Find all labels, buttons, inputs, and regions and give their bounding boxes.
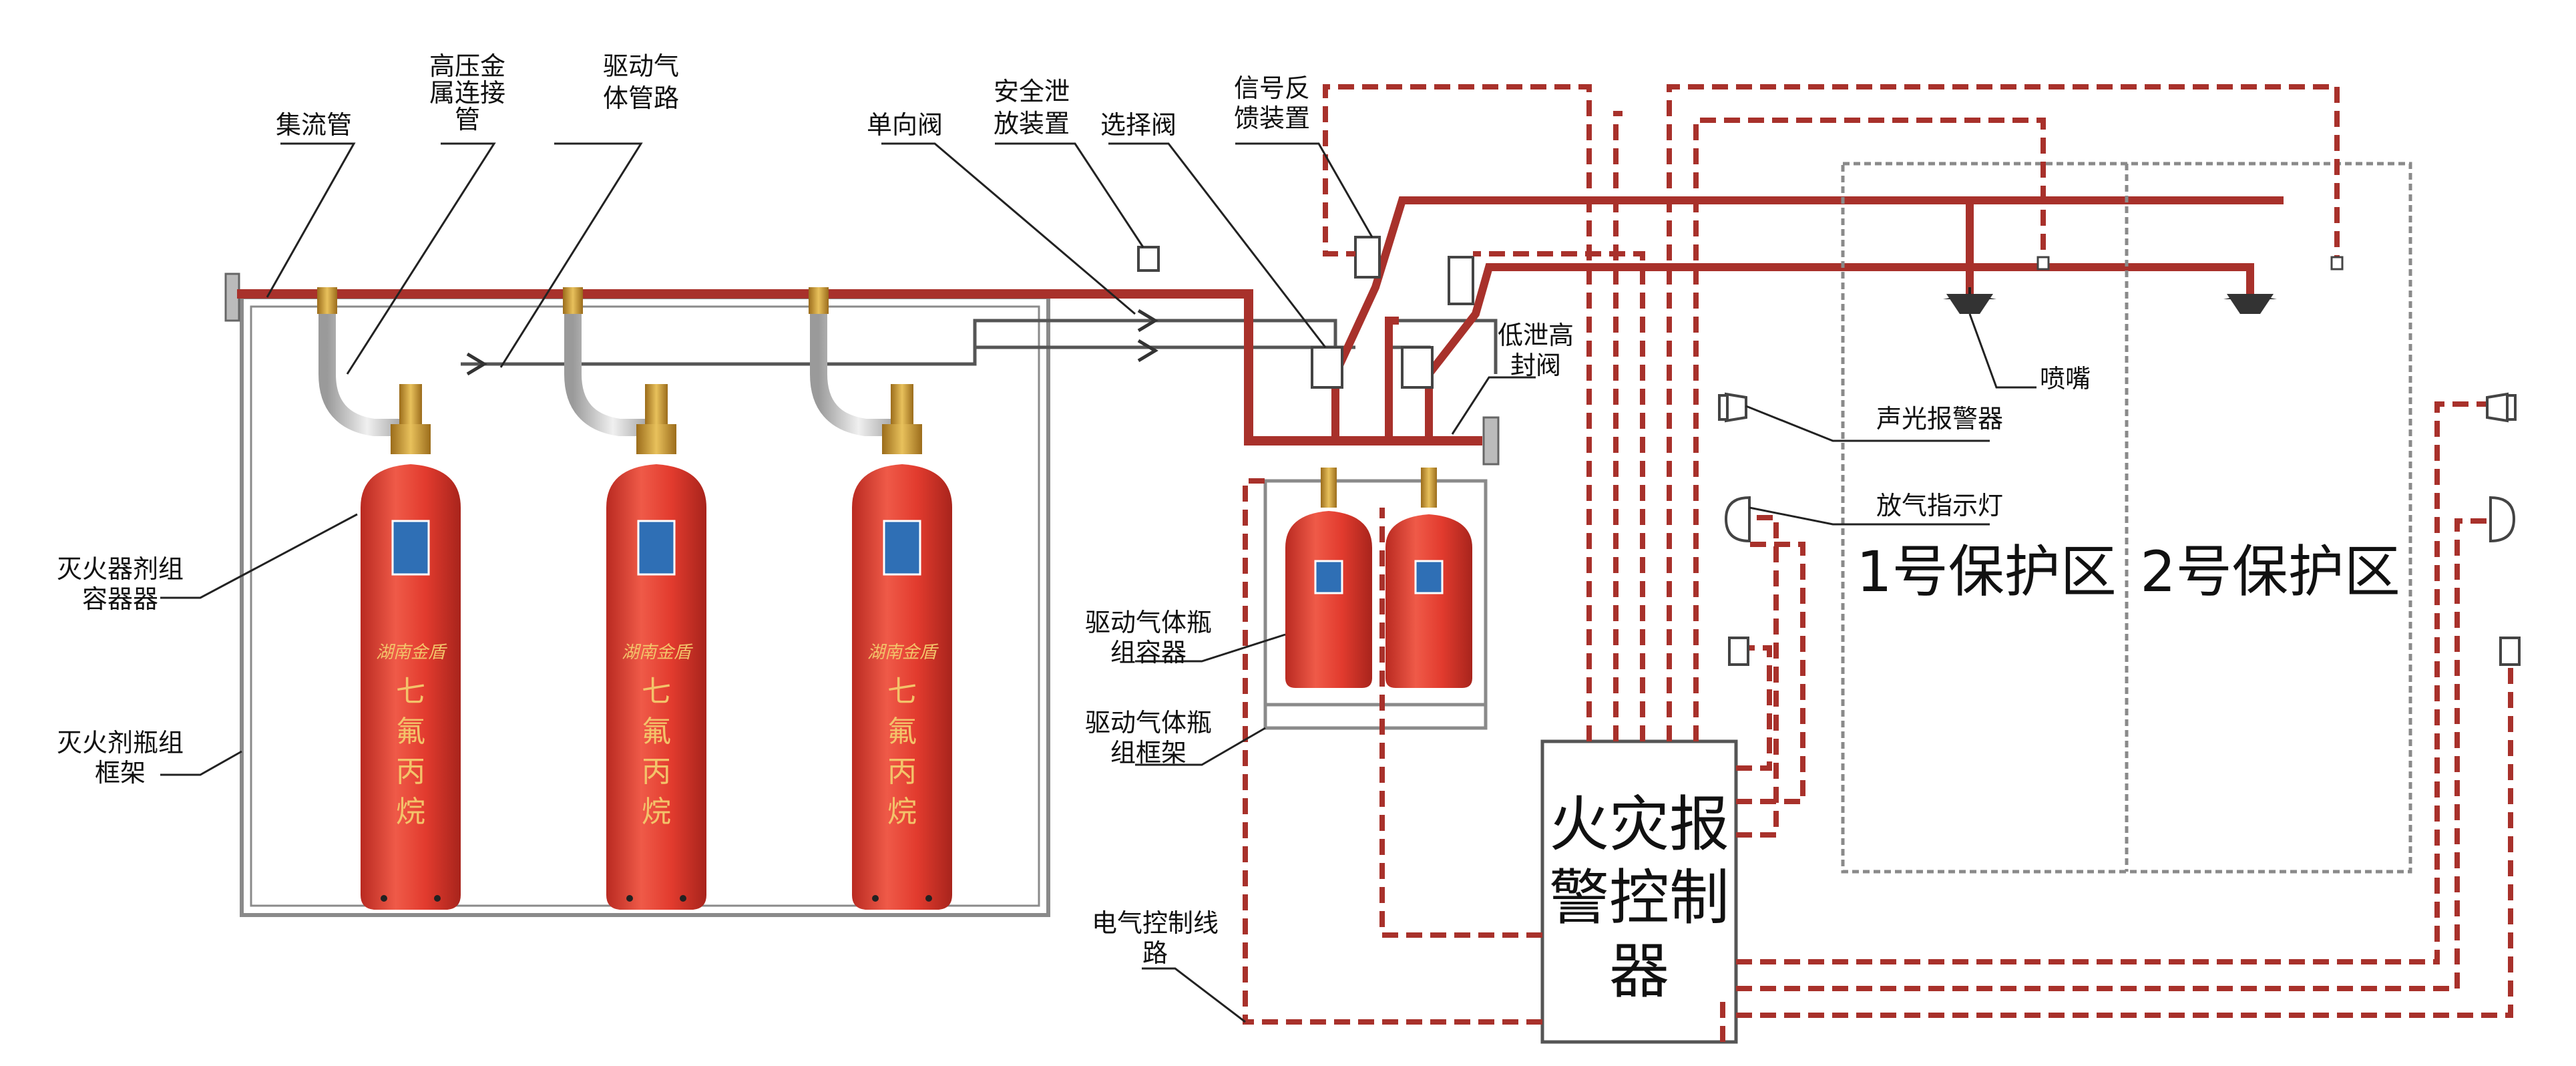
bottle-agent-char-2-2: 氟 bbox=[642, 715, 671, 749]
manual-station-right-icon bbox=[2499, 637, 2521, 666]
bottle-agent-char-1-3: 丙 bbox=[396, 755, 425, 789]
label-drive-gas-pipe-1: 驱动气 bbox=[603, 51, 679, 81]
controller-label-line1: 火灾报 bbox=[1549, 789, 1729, 860]
label-nozzle: 喷嘴 bbox=[2040, 364, 2091, 393]
label-electric-line-2: 路 bbox=[1142, 938, 1168, 968]
label-signal-feedback-1: 信号反 bbox=[1234, 73, 1310, 103]
label-agent-frame-1: 灭火剂瓶组 bbox=[57, 728, 184, 757]
bottle-agent-char-1-2: 氟 bbox=[396, 715, 425, 749]
label-high-pressure-hose-1: 高压金 bbox=[429, 51, 505, 81]
bottle-agent-char-3-2: 氟 bbox=[887, 715, 917, 749]
bottle-agent-char-1-1: 七 bbox=[396, 675, 425, 709]
label-low-leak-valve-1: 低泄高 bbox=[1498, 321, 1574, 350]
agent-bottle-2 bbox=[606, 384, 706, 910]
nozzle-icon bbox=[1943, 287, 2277, 314]
bottle-print: 湖南金盾 七 氟 丙 烷 湖南金盾 七 氟 丙 烷 湖南金盾 七 氟 丙 烷 bbox=[376, 643, 939, 829]
check-valve-small-icon bbox=[466, 309, 1158, 376]
bottle-brand-1: 湖南金盾 bbox=[376, 643, 447, 663]
label-high-pressure-hose-2: 属连接 bbox=[429, 78, 505, 108]
agent-bottle-1 bbox=[361, 384, 461, 910]
selector-valve bbox=[1137, 236, 1474, 389]
detector-icons bbox=[2036, 256, 2344, 271]
manual-station-left-icon bbox=[1728, 637, 1749, 666]
label-selector-valve: 选择阀 bbox=[1100, 110, 1176, 140]
label-safety-relief-1: 安全泄 bbox=[994, 77, 1070, 106]
label-drive-gas-pipe-2: 体管路 bbox=[603, 83, 679, 113]
label-agent-container-2: 容器器 bbox=[82, 584, 158, 614]
label-drive-frame-1: 驱动气体瓶 bbox=[1085, 708, 1212, 737]
label-sound-light-alarm: 声光报警器 bbox=[1876, 404, 2003, 433]
controller-label-line3: 器 bbox=[1609, 936, 1669, 1007]
bottle-brand-2: 湖南金盾 bbox=[622, 643, 693, 663]
bottle-agent-char-2-1: 七 bbox=[642, 675, 671, 709]
bottle-brand-3: 湖南金盾 bbox=[867, 643, 939, 663]
protection-zones bbox=[1841, 162, 2412, 874]
bottle-agent-char-2-4: 烷 bbox=[642, 795, 671, 829]
labels: 集流管 高压金 属连接 管 驱动气 体管路 单向阀 安全泄 放装置 选择阀 信号… bbox=[57, 51, 2400, 1007]
label-high-pressure-hose-3: 管 bbox=[455, 105, 480, 134]
label-signal-feedback-2: 馈装置 bbox=[1234, 104, 1310, 133]
controller-label-line2: 警控制 bbox=[1549, 863, 1729, 933]
label-agent-container-1: 灭火器剂组 bbox=[57, 554, 184, 584]
label-electric-line-1: 电气控制线 bbox=[1092, 908, 1219, 938]
label-check-valve: 单向阀 bbox=[867, 110, 943, 140]
agent-bottle-3 bbox=[852, 384, 952, 910]
sound-light-alarm-left-icon bbox=[1718, 392, 1747, 423]
fire-alarm-controller bbox=[1540, 739, 1738, 1044]
label-agent-frame-2: 框架 bbox=[95, 758, 146, 787]
drive-gas-bottle-group bbox=[1285, 468, 1472, 688]
label-drive-container-1: 驱动气体瓶 bbox=[1085, 608, 1212, 637]
leader-lines bbox=[160, 142, 2036, 1023]
bottle-agent-char-1-4: 烷 bbox=[396, 795, 425, 829]
bottle-agent-char-2-3: 丙 bbox=[642, 755, 671, 789]
bottle-agent-char-3-4: 烷 bbox=[887, 795, 917, 829]
label-discharge-light: 放气指示灯 bbox=[1876, 491, 2003, 520]
zone-2-label: 2号保护区 bbox=[2140, 539, 2400, 604]
zone-1-label: 1号保护区 bbox=[1856, 539, 2116, 604]
bottle-agent-char-3-3: 丙 bbox=[887, 755, 917, 789]
label-low-leak-valve-2: 封阀 bbox=[1510, 351, 1561, 380]
discharge-light-right-icon bbox=[2489, 496, 2516, 543]
drive-gas-bottle-frame bbox=[1263, 479, 1488, 730]
collector-pipe bbox=[224, 196, 2284, 466]
bottle-agent-char-3-1: 七 bbox=[887, 675, 917, 709]
label-collector-pipe: 集流管 bbox=[276, 110, 352, 140]
label-drive-container-2: 组容器 bbox=[1110, 638, 1187, 667]
agent-bottle-group: 湖南金盾 七 氟 丙 烷 湖南金盾 七 氟 丙 烷 湖南金盾 七 氟 丙 烷 bbox=[317, 287, 952, 910]
sound-light-alarm-right-icon bbox=[2486, 392, 2517, 423]
discharge-light-left-icon bbox=[1724, 496, 1751, 543]
label-drive-frame-2: 组框架 bbox=[1110, 738, 1187, 767]
label-safety-relief-2: 放装置 bbox=[994, 109, 1070, 138]
electric-control-lines bbox=[1243, 84, 2513, 1042]
